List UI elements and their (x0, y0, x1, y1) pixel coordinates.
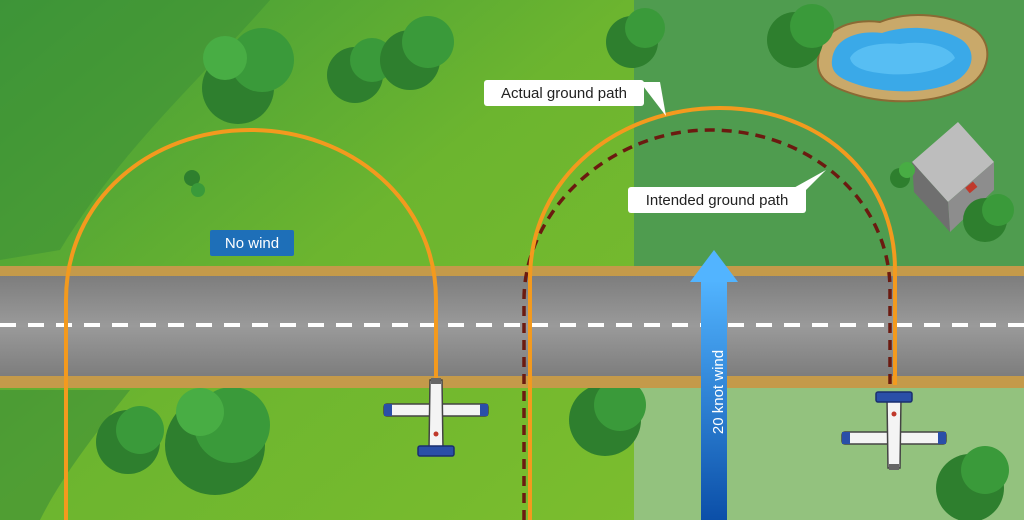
no-wind-label: No wind (225, 235, 279, 252)
tree (606, 8, 665, 68)
tree (963, 194, 1014, 242)
tree (890, 162, 915, 188)
tree (96, 406, 164, 474)
wind-arrow (690, 250, 738, 520)
tree (569, 379, 646, 456)
tree (202, 28, 294, 124)
airplane-no-wind (383, 378, 489, 457)
actual-path-label: Actual ground path (501, 85, 627, 102)
grass-left-top-dark (0, 0, 270, 260)
trees (96, 4, 1014, 520)
intended-ground-path (522, 128, 892, 520)
no-wind-ground-path (64, 127, 438, 520)
actual-ground-path (528, 105, 897, 520)
tree (936, 446, 1009, 520)
tree (380, 16, 454, 90)
house (912, 122, 994, 232)
airplane-with-wind (841, 391, 947, 470)
wind-label: 20 knot wind (710, 350, 727, 434)
runway (0, 266, 1024, 388)
pond (816, 14, 989, 103)
no-wind-label-box: No wind (210, 230, 294, 256)
tree (767, 4, 834, 68)
actual-path-callout: Actual ground path (484, 80, 666, 116)
tree (184, 170, 205, 197)
intended-path-label: Intended ground path (646, 192, 789, 209)
intended-path-callout: Intended ground path (628, 170, 826, 213)
tree (165, 387, 270, 495)
